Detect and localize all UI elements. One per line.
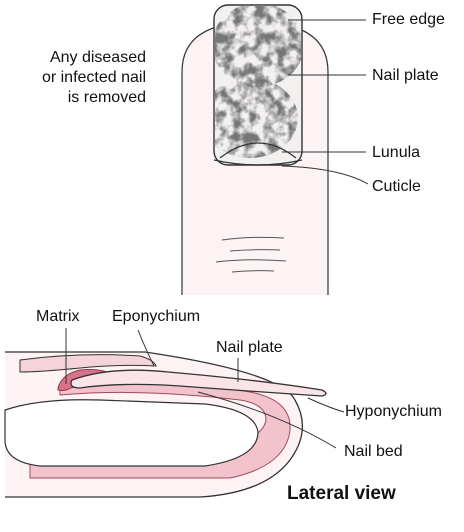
- label-eponychium: Eponychium: [112, 307, 200, 326]
- label-cuticle: Cuticle: [372, 177, 421, 196]
- lateral-bone: [5, 400, 258, 466]
- removal-note: Any diseased or infected nail is removed: [42, 48, 146, 108]
- label-hyponychium: Hyponychium: [345, 402, 442, 421]
- note-line: Any diseased: [42, 48, 146, 68]
- label-matrix: Matrix: [36, 307, 80, 326]
- label-nail-bed: Nail bed: [344, 442, 403, 461]
- label-lateral-nail-plate: Nail plate: [216, 338, 283, 357]
- label-nail-plate: Nail plate: [372, 66, 439, 85]
- lateral-view-title: Lateral view: [287, 483, 396, 505]
- note-line: or infected nail: [42, 68, 146, 88]
- note-line: is removed: [42, 88, 146, 108]
- label-free-edge: Free edge: [372, 10, 445, 29]
- label-lunula: Lunula: [372, 143, 420, 162]
